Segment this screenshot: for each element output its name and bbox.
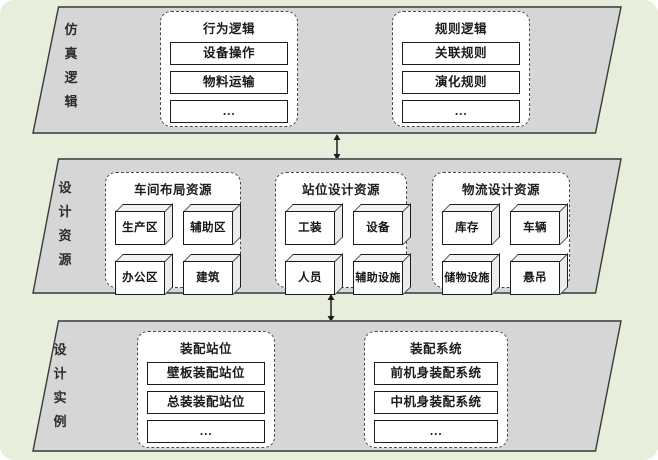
group-behavior-logic[interactable]: 行为逻辑 设备操作 物料运输 … bbox=[160, 11, 298, 127]
cube-item[interactable]: 车辆 bbox=[510, 203, 568, 246]
group-title: 行为逻辑 bbox=[202, 22, 255, 36]
group-station-design-resource[interactable]: 站位设计资源 工装 设备 人员 辅助设施 bbox=[275, 172, 411, 295]
cube-item[interactable]: 悬吊 bbox=[510, 253, 568, 296]
cube-right-face bbox=[233, 203, 241, 245]
layer-label-char: 设 bbox=[53, 342, 67, 357]
group-rule-logic[interactable]: 规则逻辑 关联规则 演化规则 … bbox=[392, 11, 530, 127]
cube-label: 悬吊 bbox=[510, 261, 560, 295]
layer-label-design-instance: 设 计 实 例 bbox=[47, 338, 73, 434]
cube-grid: 库存 车辆 储物设施 悬吊 bbox=[442, 203, 568, 296]
cube-right-face bbox=[335, 203, 343, 245]
cube-label: 辅助区 bbox=[183, 211, 233, 245]
list-item[interactable]: 壁板装配站位 bbox=[147, 362, 265, 385]
layer-label-char: 真 bbox=[64, 46, 78, 61]
layer-label-char: 仿 bbox=[64, 22, 78, 37]
cube-right-face bbox=[335, 253, 343, 295]
cube-right-face bbox=[403, 203, 411, 245]
group-title: 物流设计资源 bbox=[461, 183, 540, 197]
layer-design-instance bbox=[32, 320, 622, 452]
group-title: 装配系统 bbox=[409, 342, 462, 356]
list-item[interactable]: … bbox=[374, 420, 498, 443]
layer-simulation-logic-outline bbox=[32, 6, 622, 134]
cube-right-face bbox=[560, 253, 568, 295]
cube-grid: 生产区 辅助区 办公区 建筑 bbox=[115, 203, 241, 296]
group-assembly-system[interactable]: 装配系统 前机身装配系统 中机身装配系统 … bbox=[364, 331, 508, 448]
list-item[interactable]: … bbox=[402, 100, 520, 123]
layer-label-char: 例 bbox=[53, 414, 67, 429]
list-item[interactable]: 总装装配站位 bbox=[147, 391, 265, 414]
layer-design-resource-outline bbox=[32, 158, 622, 294]
cube-right-face bbox=[560, 203, 568, 245]
cube-item[interactable]: 设备 bbox=[353, 203, 411, 246]
cube-item[interactable]: 库存 bbox=[442, 203, 500, 246]
cube-right-face bbox=[233, 253, 241, 295]
list-item[interactable]: 演化规则 bbox=[402, 71, 520, 94]
list-item[interactable]: … bbox=[170, 100, 288, 123]
arrow-simulation-to-resource bbox=[330, 134, 344, 160]
list-item[interactable]: … bbox=[147, 420, 265, 443]
cube-label: 工装 bbox=[285, 211, 335, 245]
arrow-resource-to-instance bbox=[324, 294, 338, 322]
cube-item[interactable]: 办公区 bbox=[115, 253, 173, 296]
cube-label: 设备 bbox=[353, 211, 403, 245]
list-item[interactable]: 设备操作 bbox=[170, 42, 288, 65]
group-assembly-station[interactable]: 装配站位 壁板装配站位 总装装配站位 … bbox=[137, 331, 275, 448]
group-workshop-layout-resource[interactable]: 车间布局资源 生产区 辅助区 办公区 建筑 bbox=[105, 172, 241, 295]
cube-right-face bbox=[165, 253, 173, 295]
cube-label: 办公区 bbox=[115, 261, 165, 295]
cube-right-face bbox=[492, 203, 500, 245]
cube-label: 人员 bbox=[285, 261, 335, 295]
layer-label-char: 资 bbox=[58, 228, 72, 243]
list-item[interactable]: 中机身装配系统 bbox=[374, 391, 498, 414]
cube-item[interactable]: 人员 bbox=[285, 253, 343, 296]
cube-item[interactable]: 建筑 bbox=[183, 253, 241, 296]
group-logistics-design-resource[interactable]: 物流设计资源 库存 车辆 储物设施 悬吊 bbox=[432, 172, 570, 295]
layer-label-char: 计 bbox=[58, 204, 72, 219]
layer-label-char: 逻 bbox=[64, 70, 78, 85]
cube-label: 储物设施 bbox=[442, 261, 492, 295]
cube-item[interactable]: 辅助区 bbox=[183, 203, 241, 246]
cube-item[interactable]: 储物设施 bbox=[442, 253, 500, 296]
list-item[interactable]: 前机身装配系统 bbox=[374, 362, 498, 385]
layer-label-simulation-logic: 仿 真 逻 辑 bbox=[58, 18, 84, 114]
group-title: 规则逻辑 bbox=[434, 22, 487, 36]
group-title: 站位设计资源 bbox=[301, 183, 380, 197]
cube-right-face bbox=[403, 253, 411, 295]
cube-label: 辅助设施 bbox=[353, 261, 403, 295]
layer-label-char: 实 bbox=[53, 390, 67, 405]
layer-label-char: 辑 bbox=[64, 94, 78, 109]
layer-label-design-resource: 设 计 资 源 bbox=[52, 176, 78, 272]
layer-label-char: 源 bbox=[58, 252, 72, 267]
list-item[interactable]: 关联规则 bbox=[402, 42, 520, 65]
list-item[interactable]: 物料运输 bbox=[170, 71, 288, 94]
group-title: 装配站位 bbox=[179, 342, 232, 356]
cube-label: 车辆 bbox=[510, 211, 560, 245]
cube-label: 生产区 bbox=[115, 211, 165, 245]
layer-label-char: 计 bbox=[53, 366, 67, 381]
cube-item[interactable]: 生产区 bbox=[115, 203, 173, 246]
layer-label-char: 设 bbox=[58, 180, 72, 195]
cube-grid: 工装 设备 人员 辅助设施 bbox=[285, 203, 411, 296]
cube-item[interactable]: 工装 bbox=[285, 203, 343, 246]
layer-design-instance-outline bbox=[32, 320, 622, 452]
cube-right-face bbox=[165, 203, 173, 245]
group-title: 车间布局资源 bbox=[133, 183, 212, 197]
cube-item[interactable]: 辅助设施 bbox=[353, 253, 411, 296]
cube-right-face bbox=[492, 253, 500, 295]
cube-label: 建筑 bbox=[183, 261, 233, 295]
cube-label: 库存 bbox=[442, 211, 492, 245]
